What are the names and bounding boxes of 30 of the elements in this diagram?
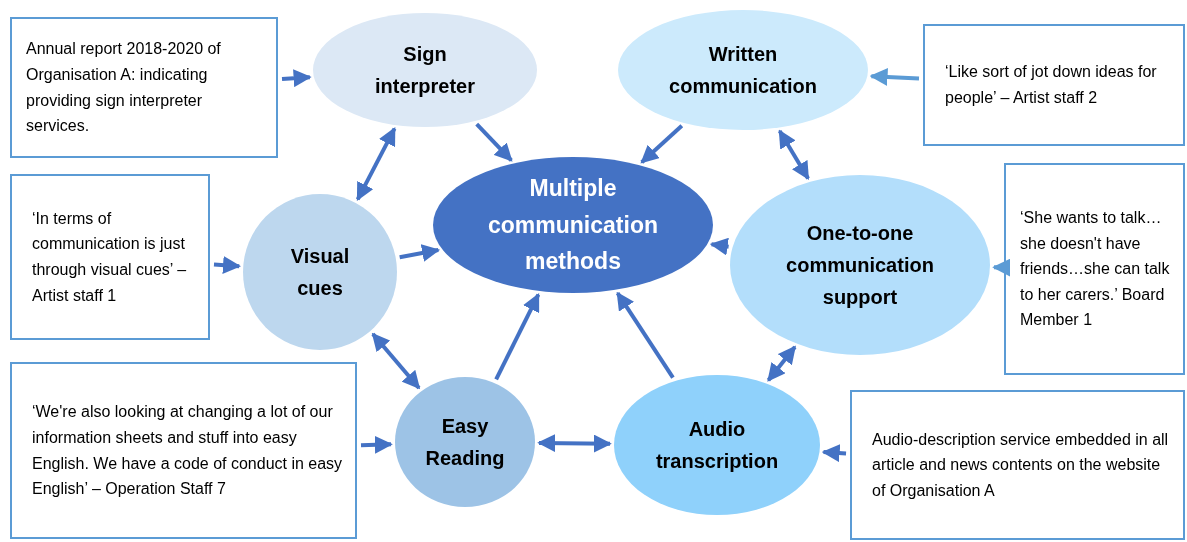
topic-circle: Visual cues [243,194,397,350]
quote-box: ‘We're also looking at changing a lot of our information sheets and stuff into easy English. We have a code of conduct in easy English’ – Operation Staff 7 [10,362,357,539]
arrow [399,244,441,262]
arrow [766,345,797,382]
arrow [869,68,920,86]
arrow [355,127,397,202]
arrow [494,293,541,381]
topic-ellipse: One-to-one communication support [730,175,990,355]
arrow [992,258,1011,277]
topic-circle: Easy Reading [395,377,535,507]
topic-ellipse: Written communication [618,10,868,130]
topic-ellipse: Sign interpreter [313,13,537,127]
arrow [360,435,393,454]
arrow [777,129,810,180]
quote-box: Audio-description service embedded in all article and news contents on the website of Organisation A [850,390,1185,540]
arrow [475,122,513,162]
arrow [640,124,684,164]
central-ellipse: Multiple communication methods [433,157,713,293]
arrow [537,434,612,453]
quote-box: Annual report 2018-2020 of Organisation A: indicating providing sign interpreter services. [10,17,278,158]
arrow [281,69,312,88]
topic-ellipse: Audio transcription [614,375,820,515]
arrow [709,237,729,256]
quote-box: ‘Like sort of jot down ideas for people’ – Artist staff 2 [923,24,1185,146]
arrow [615,291,675,379]
quote-box: ‘She wants to talk… she doesn't have friends…she can talk to her carers.’ Board Member 1 [1004,163,1185,375]
quote-box: ‘In terms of communication is just through visual cues’ – Artist staff 1 [10,174,210,340]
arrow [371,332,421,390]
arrow [821,444,847,463]
arrow [213,256,241,275]
